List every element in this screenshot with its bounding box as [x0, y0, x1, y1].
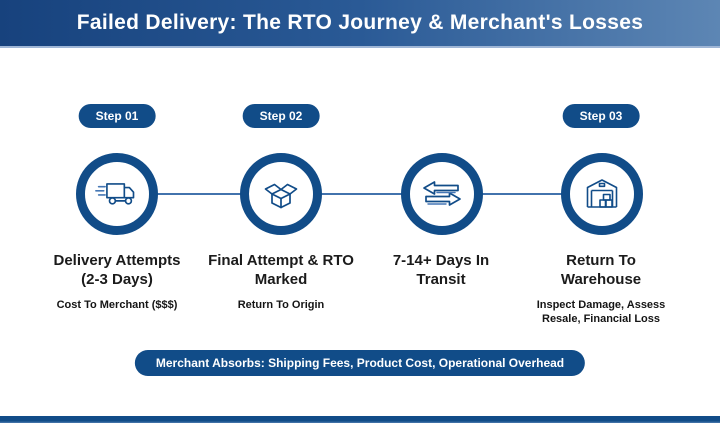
step-4-subtitle: Inspect Damage, Assess Resale, Financial… [536, 299, 666, 325]
step-1-subtitle: Cost To Merchant ($$$) [56, 299, 178, 311]
timeline-connector [117, 193, 602, 195]
step-4-title: Return To Warehouse [560, 252, 642, 288]
step-2-circle [240, 153, 322, 235]
step-02-badge: Step 02 [242, 104, 320, 128]
header-bar: Failed Delivery: The RTO Journey & Merch… [0, 0, 720, 48]
open-box-icon [261, 174, 301, 214]
warehouse-icon [582, 176, 622, 212]
step-2-subtitle: Return To Origin [237, 299, 325, 311]
transfer-arrows-icon [420, 179, 464, 209]
step-3-circle [401, 153, 483, 235]
step-4-circle [561, 153, 643, 235]
delivery-truck-icon [95, 180, 139, 208]
page-title: Failed Delivery: The RTO Journey & Merch… [76, 11, 644, 34]
step-2-text: Final Attempt & RTO Marked Return To Ori… [193, 251, 369, 312]
merchant-absorbs-pill: Merchant Absorbs: Shipping Fees, Product… [134, 350, 586, 376]
step-3-text: 7-14+ Days In Transit [353, 251, 529, 289]
step-3-title: 7-14+ Days In Transit [392, 252, 490, 288]
step-1-text: Delivery Attempts (2-3 Days) Cost To Mer… [29, 251, 205, 312]
step-4-text: Return To Warehouse Inspect Damage, Asse… [513, 251, 689, 326]
bottom-accent-bar [0, 416, 720, 423]
step-03-badge: Step 03 [562, 104, 640, 128]
merchant-absorbs-text: Merchant Absorbs: Shipping Fees, Product… [155, 356, 565, 370]
step-1-title: Delivery Attempts (2-3 Days) [53, 252, 181, 288]
step-1-circle [76, 153, 158, 235]
step-2-title: Final Attempt & RTO Marked [208, 252, 354, 288]
step-01-badge: Step 01 [78, 104, 156, 128]
